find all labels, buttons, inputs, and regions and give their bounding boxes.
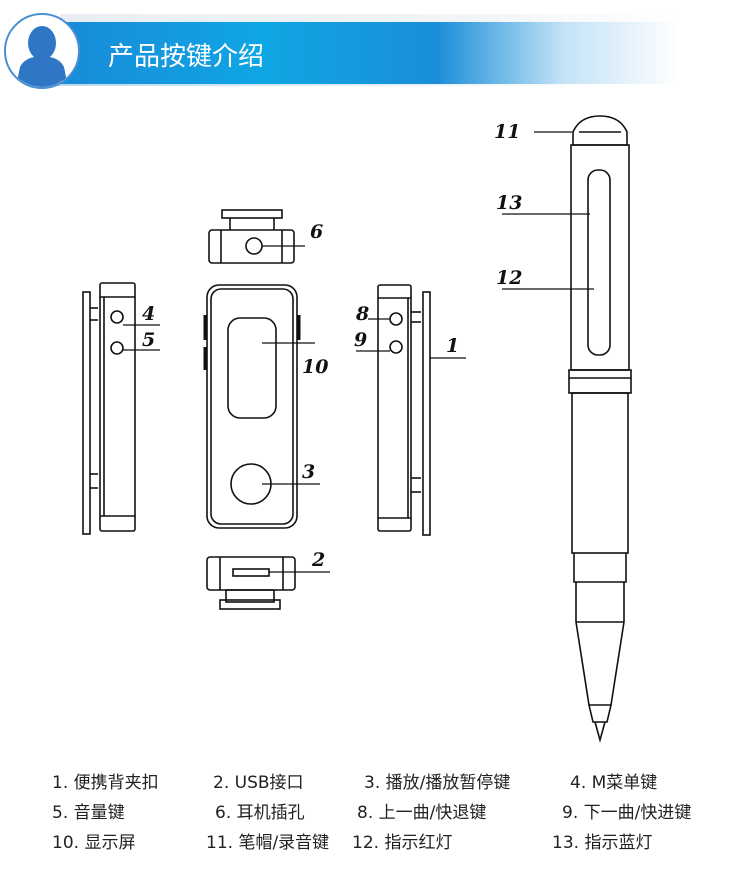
legend-item-1: 1. 便携背夹扣 <box>52 773 159 793</box>
callout-4: 4 <box>142 303 155 325</box>
pen-view <box>502 115 632 743</box>
callout-12: 12 <box>496 267 522 289</box>
legend-item-6: 6. 耳机插孔 <box>215 803 305 823</box>
headphone-jack-icon <box>245 237 263 255</box>
header-divider <box>40 84 600 86</box>
callout-3: 3 <box>302 461 315 483</box>
callout-13: 13 <box>496 192 522 214</box>
callout-1: 1 <box>446 335 459 357</box>
next-button-icon <box>389 340 403 354</box>
legend-item-10: 10. 显示屏 <box>52 833 136 853</box>
prev-button-icon <box>389 312 403 326</box>
header-shade <box>60 14 680 24</box>
callout-9: 9 <box>354 329 367 351</box>
callout-6: 6 <box>310 221 323 243</box>
legend-item-5: 5. 音量键 <box>52 803 125 823</box>
callout-10: 10 <box>302 356 328 378</box>
product-diagram: 4 5 6 10 3 2 8 9 1 11 13 12 <box>82 115 632 743</box>
legend-item-2: 2. USB接口 <box>213 773 304 793</box>
display-screen-outline <box>227 317 277 419</box>
pen-cap-top <box>572 115 628 146</box>
legend-item-11: 11. 笔帽/录音键 <box>206 833 330 853</box>
top-view <box>208 209 305 264</box>
legend-item-12: 12. 指示红灯 <box>352 833 453 853</box>
pen-clip-window <box>587 169 611 356</box>
callout-2: 2 <box>311 549 325 571</box>
header-band <box>40 22 680 84</box>
left-side-view <box>82 282 160 535</box>
page-title: 产品按键介绍 <box>108 42 265 72</box>
front-view <box>203 284 320 529</box>
legend-item-3: 3. 播放/播放暂停键 <box>364 773 511 793</box>
legend-item-8: 8. 上一曲/快退键 <box>357 803 487 823</box>
legend-item-9: 9. 下一曲/快进键 <box>562 803 692 823</box>
bottom-view <box>206 556 330 610</box>
callout-11: 11 <box>494 121 520 143</box>
right-side-view <box>356 284 466 536</box>
menu-button-icon <box>110 310 124 324</box>
callout-5: 5 <box>142 329 155 351</box>
legend-item-13: 13. 指示蓝灯 <box>552 833 653 853</box>
legend-item-4: 4. M菜单键 <box>570 773 658 793</box>
callout-8: 8 <box>355 303 369 325</box>
volume-button-icon <box>110 341 124 355</box>
usb-port-icon <box>232 568 270 577</box>
section-header: 产品按键介绍 <box>0 0 750 100</box>
user-avatar-icon <box>4 13 80 89</box>
